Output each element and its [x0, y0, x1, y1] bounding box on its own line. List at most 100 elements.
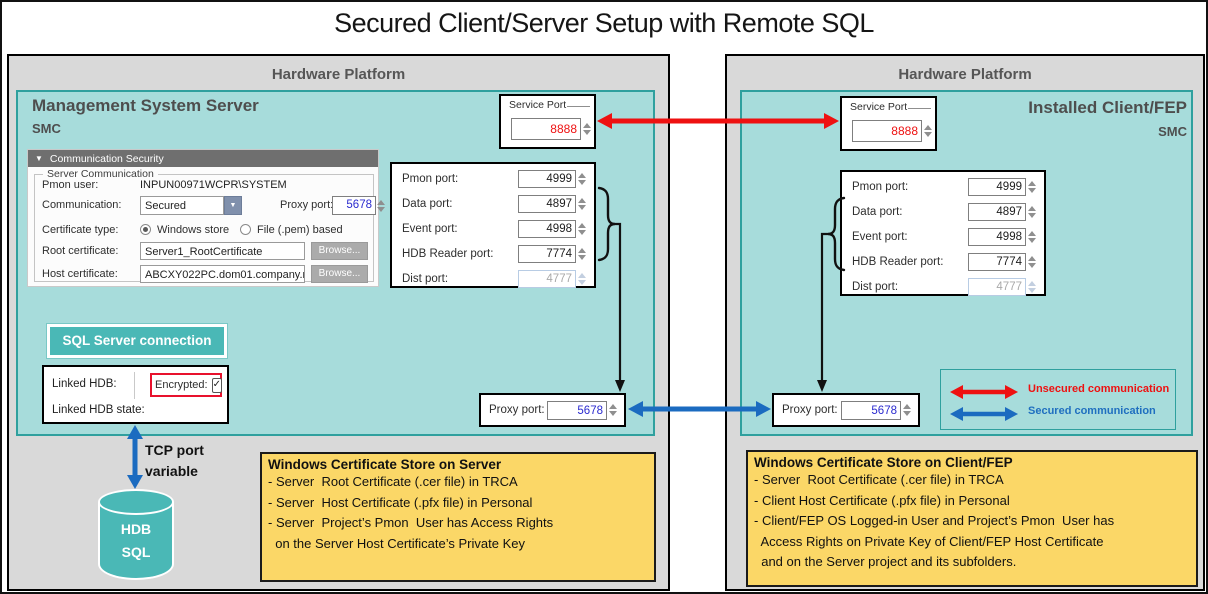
- left-proxy-port-box: Proxy port: 5678: [479, 393, 626, 427]
- pmon-port-value[interactable]: 4999: [968, 178, 1026, 196]
- root-certificate-label: Root certificate:: [42, 245, 119, 257]
- hdb-reader-port-label: HDB Reader port:: [402, 248, 494, 260]
- spinner-icon[interactable]: [581, 118, 593, 140]
- host-certificate-browse-button[interactable]: Browse...: [311, 265, 368, 283]
- data-port-stepper[interactable]: 4897: [518, 195, 588, 213]
- server-cert-store-title: Windows Certificate Store on Server: [268, 457, 502, 472]
- hdb-reader-port-row: HDB Reader port: 7774: [392, 242, 594, 266]
- note-line: - Server Root Certificate (.cer file) in…: [268, 474, 518, 489]
- left-service-port-box: Service Port 8888: [499, 94, 596, 149]
- root-certificate-field[interactable]: Server1_RootCertificate: [140, 242, 305, 260]
- file-pem-radio[interactable]: [240, 224, 251, 235]
- collapse-icon[interactable]: ▼: [35, 154, 43, 163]
- spinner-icon[interactable]: [922, 120, 934, 142]
- communication-label: Communication:: [42, 199, 122, 211]
- comm-proxy-port-label: Proxy port:: [280, 199, 334, 211]
- note-line: - Client Host Certificate (.pfx file) in…: [754, 492, 1010, 508]
- divider: [134, 372, 135, 399]
- dist-port-stepper: 4777: [968, 278, 1038, 296]
- right-service-port-label: Service Port: [850, 101, 908, 113]
- right-service-port-stepper[interactable]: 8888: [852, 120, 934, 142]
- left-box-title: Management System Server: [32, 96, 259, 115]
- spinner-icon[interactable]: [1026, 253, 1038, 271]
- event-port-stepper[interactable]: 4998: [518, 220, 588, 238]
- note-line: - Server Project’s Pmon User has Access …: [268, 515, 554, 530]
- data-port-value[interactable]: 4897: [518, 195, 576, 213]
- left-proxy-port-stepper[interactable]: 5678: [547, 400, 619, 420]
- event-port-value[interactable]: 4998: [968, 228, 1026, 246]
- linked-hdb-label: Linked HDB:: [52, 378, 117, 390]
- spinner-icon[interactable]: [576, 220, 588, 238]
- legend-box: Unsecured communication Secured communic…: [940, 369, 1176, 430]
- windows-store-radio[interactable]: [140, 224, 151, 235]
- right-proxy-port-value[interactable]: 5678: [841, 400, 901, 420]
- spinner-icon[interactable]: [1026, 203, 1038, 221]
- data-port-stepper[interactable]: 4897: [968, 203, 1038, 221]
- hdb-reader-port-stepper[interactable]: 7774: [968, 253, 1038, 271]
- spinner-icon[interactable]: [1026, 228, 1038, 246]
- legend-secured-label: Secured communication: [1028, 405, 1156, 417]
- event-port-stepper[interactable]: 4998: [968, 228, 1038, 246]
- dist-port-value: 4777: [968, 278, 1026, 296]
- event-port-label: Event port:: [402, 223, 458, 235]
- left-service-port-label: Service Port: [509, 99, 567, 111]
- client-cert-store-note: Windows Certificate Store on Client/FEP …: [746, 450, 1198, 587]
- pmon-user-label: Pmon user:: [42, 179, 99, 191]
- right-ports-box: Pmon port: 4999 Data port: 4897 Event po…: [840, 170, 1046, 296]
- spinner-icon[interactable]: [576, 170, 588, 188]
- spinner-icon: [576, 270, 588, 288]
- tcp-port-note-line1: TCP port: [145, 442, 204, 458]
- sql-server-connection-button[interactable]: SQL Server connection: [47, 324, 227, 358]
- dist-port-stepper: 4777: [518, 270, 588, 288]
- data-port-row: Data port: 4897: [392, 192, 594, 216]
- event-port-value[interactable]: 4998: [518, 220, 576, 238]
- spinner-icon[interactable]: [376, 196, 386, 215]
- left-service-port-stepper[interactable]: 8888: [511, 118, 593, 140]
- pmon-port-stepper[interactable]: 4999: [518, 170, 588, 188]
- encrypted-label: Encrypted:: [155, 379, 208, 391]
- spinner-icon[interactable]: [576, 245, 588, 263]
- communication-dropdown[interactable]: Secured: [140, 196, 224, 215]
- spinner-icon[interactable]: [901, 401, 913, 420]
- right-service-port-value[interactable]: 8888: [852, 120, 922, 142]
- dist-port-value: 4777: [518, 270, 576, 288]
- pmon-port-label: Pmon port:: [402, 173, 459, 185]
- dist-port-row: Dist port: 4777: [842, 275, 1044, 299]
- server-communication-group-label: Server Communication: [43, 168, 158, 180]
- left-platform-header: Hardware Platform: [271, 66, 406, 83]
- pmon-port-stepper[interactable]: 4999: [968, 178, 1038, 196]
- windows-store-radio-label: Windows store: [157, 224, 230, 236]
- linked-hdb-box: Linked HDB: Encrypted: ✓ Linked HDB stat…: [42, 365, 229, 424]
- host-certificate-label: Host certificate:: [42, 268, 118, 280]
- host-certificate-field[interactable]: ABCXY022PC.dom01.company.net: [140, 265, 305, 283]
- note-line: on the Server Host Certificate’s Private…: [268, 535, 525, 551]
- hdb-reader-port-value[interactable]: 7774: [518, 245, 576, 263]
- spinner-icon[interactable]: [607, 401, 619, 420]
- spinner-icon: [1026, 278, 1038, 296]
- spinner-icon[interactable]: [1026, 178, 1038, 196]
- note-line: - Server Host Certificate (.pfx file) in…: [268, 494, 533, 510]
- communication-security-header[interactable]: ▼Communication Security: [28, 150, 378, 167]
- data-port-value[interactable]: 4897: [968, 203, 1026, 221]
- right-box-subtitle: SMC: [1158, 124, 1187, 139]
- comm-proxy-port-stepper[interactable]: 5678: [332, 196, 386, 215]
- chevron-down-icon[interactable]: ▼: [224, 196, 242, 215]
- root-certificate-browse-button[interactable]: Browse...: [311, 242, 368, 260]
- pmon-port-value[interactable]: 4999: [518, 170, 576, 188]
- left-proxy-port-value[interactable]: 5678: [547, 400, 607, 420]
- hdb-reader-port-stepper[interactable]: 7774: [518, 245, 588, 263]
- pmon-port-row: Pmon port: 4999: [842, 175, 1044, 199]
- tcp-port-note-line2: variable: [145, 463, 198, 479]
- hdb-reader-port-label: HDB Reader port:: [852, 256, 944, 268]
- hdb-reader-port-value[interactable]: 7774: [968, 253, 1026, 271]
- communication-security-panel: ▼Communication Security Server Communica…: [27, 149, 385, 287]
- encrypted-highlight: Encrypted: ✓: [150, 373, 222, 397]
- spinner-icon[interactable]: [576, 195, 588, 213]
- left-ports-box: Pmon port: 4999 Data port: 4897 Event po…: [390, 162, 596, 288]
- left-service-port-value[interactable]: 8888: [511, 118, 581, 140]
- comm-proxy-port-value[interactable]: 5678: [332, 196, 376, 215]
- hdb-reader-port-row: HDB Reader port: 7774: [842, 250, 1044, 274]
- right-proxy-port-stepper[interactable]: 5678: [841, 400, 913, 420]
- encrypted-checkbox[interactable]: ✓: [211, 377, 222, 393]
